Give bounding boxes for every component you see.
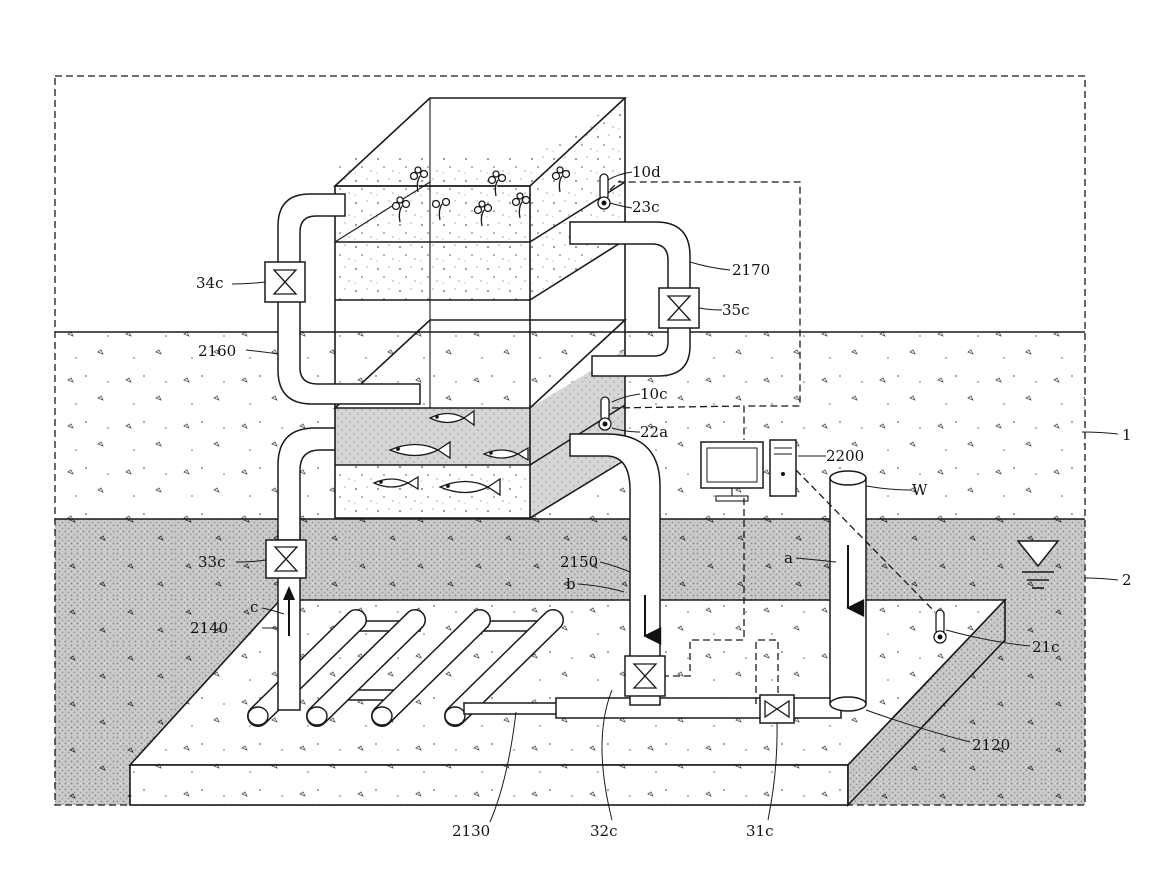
label-32c: 32c: [590, 822, 618, 840]
label-21c: 21c: [1032, 638, 1060, 656]
thermometer-23c: [598, 174, 610, 209]
thermometer-21c: [934, 610, 946, 643]
label-10c: 10c: [640, 385, 668, 403]
label-2140: 2140: [190, 619, 228, 637]
label-10d: 10d: [632, 163, 661, 181]
label-c: c: [250, 598, 258, 616]
label-a: a: [784, 549, 793, 567]
label-33c: 33c: [198, 553, 226, 571]
label-22a: 22a: [640, 423, 668, 441]
label-35c: 35c: [722, 301, 750, 319]
valve-31c[interactable]: [760, 695, 794, 723]
valve-35c[interactable]: [659, 288, 699, 328]
label-2150: 2150: [560, 553, 598, 571]
label-31c: 31c: [746, 822, 774, 840]
label-layer-1: 1: [1122, 426, 1132, 444]
label-34c: 34c: [196, 274, 224, 292]
valve-32c[interactable]: [625, 656, 665, 696]
label-2160: 2160: [198, 342, 236, 360]
label-2130: 2130: [452, 822, 490, 840]
valve-34c[interactable]: [265, 262, 305, 302]
label-b: b: [566, 575, 576, 593]
label-2120: 2120: [972, 736, 1010, 754]
label-layer-2: 2: [1122, 571, 1132, 589]
label-W: W: [912, 481, 928, 499]
thermometer-22a: [599, 397, 611, 430]
label-2200: 2200: [826, 447, 864, 465]
label-23c: 23c: [632, 198, 660, 216]
label-2170: 2170: [732, 261, 770, 279]
valve-33c[interactable]: [266, 540, 306, 578]
